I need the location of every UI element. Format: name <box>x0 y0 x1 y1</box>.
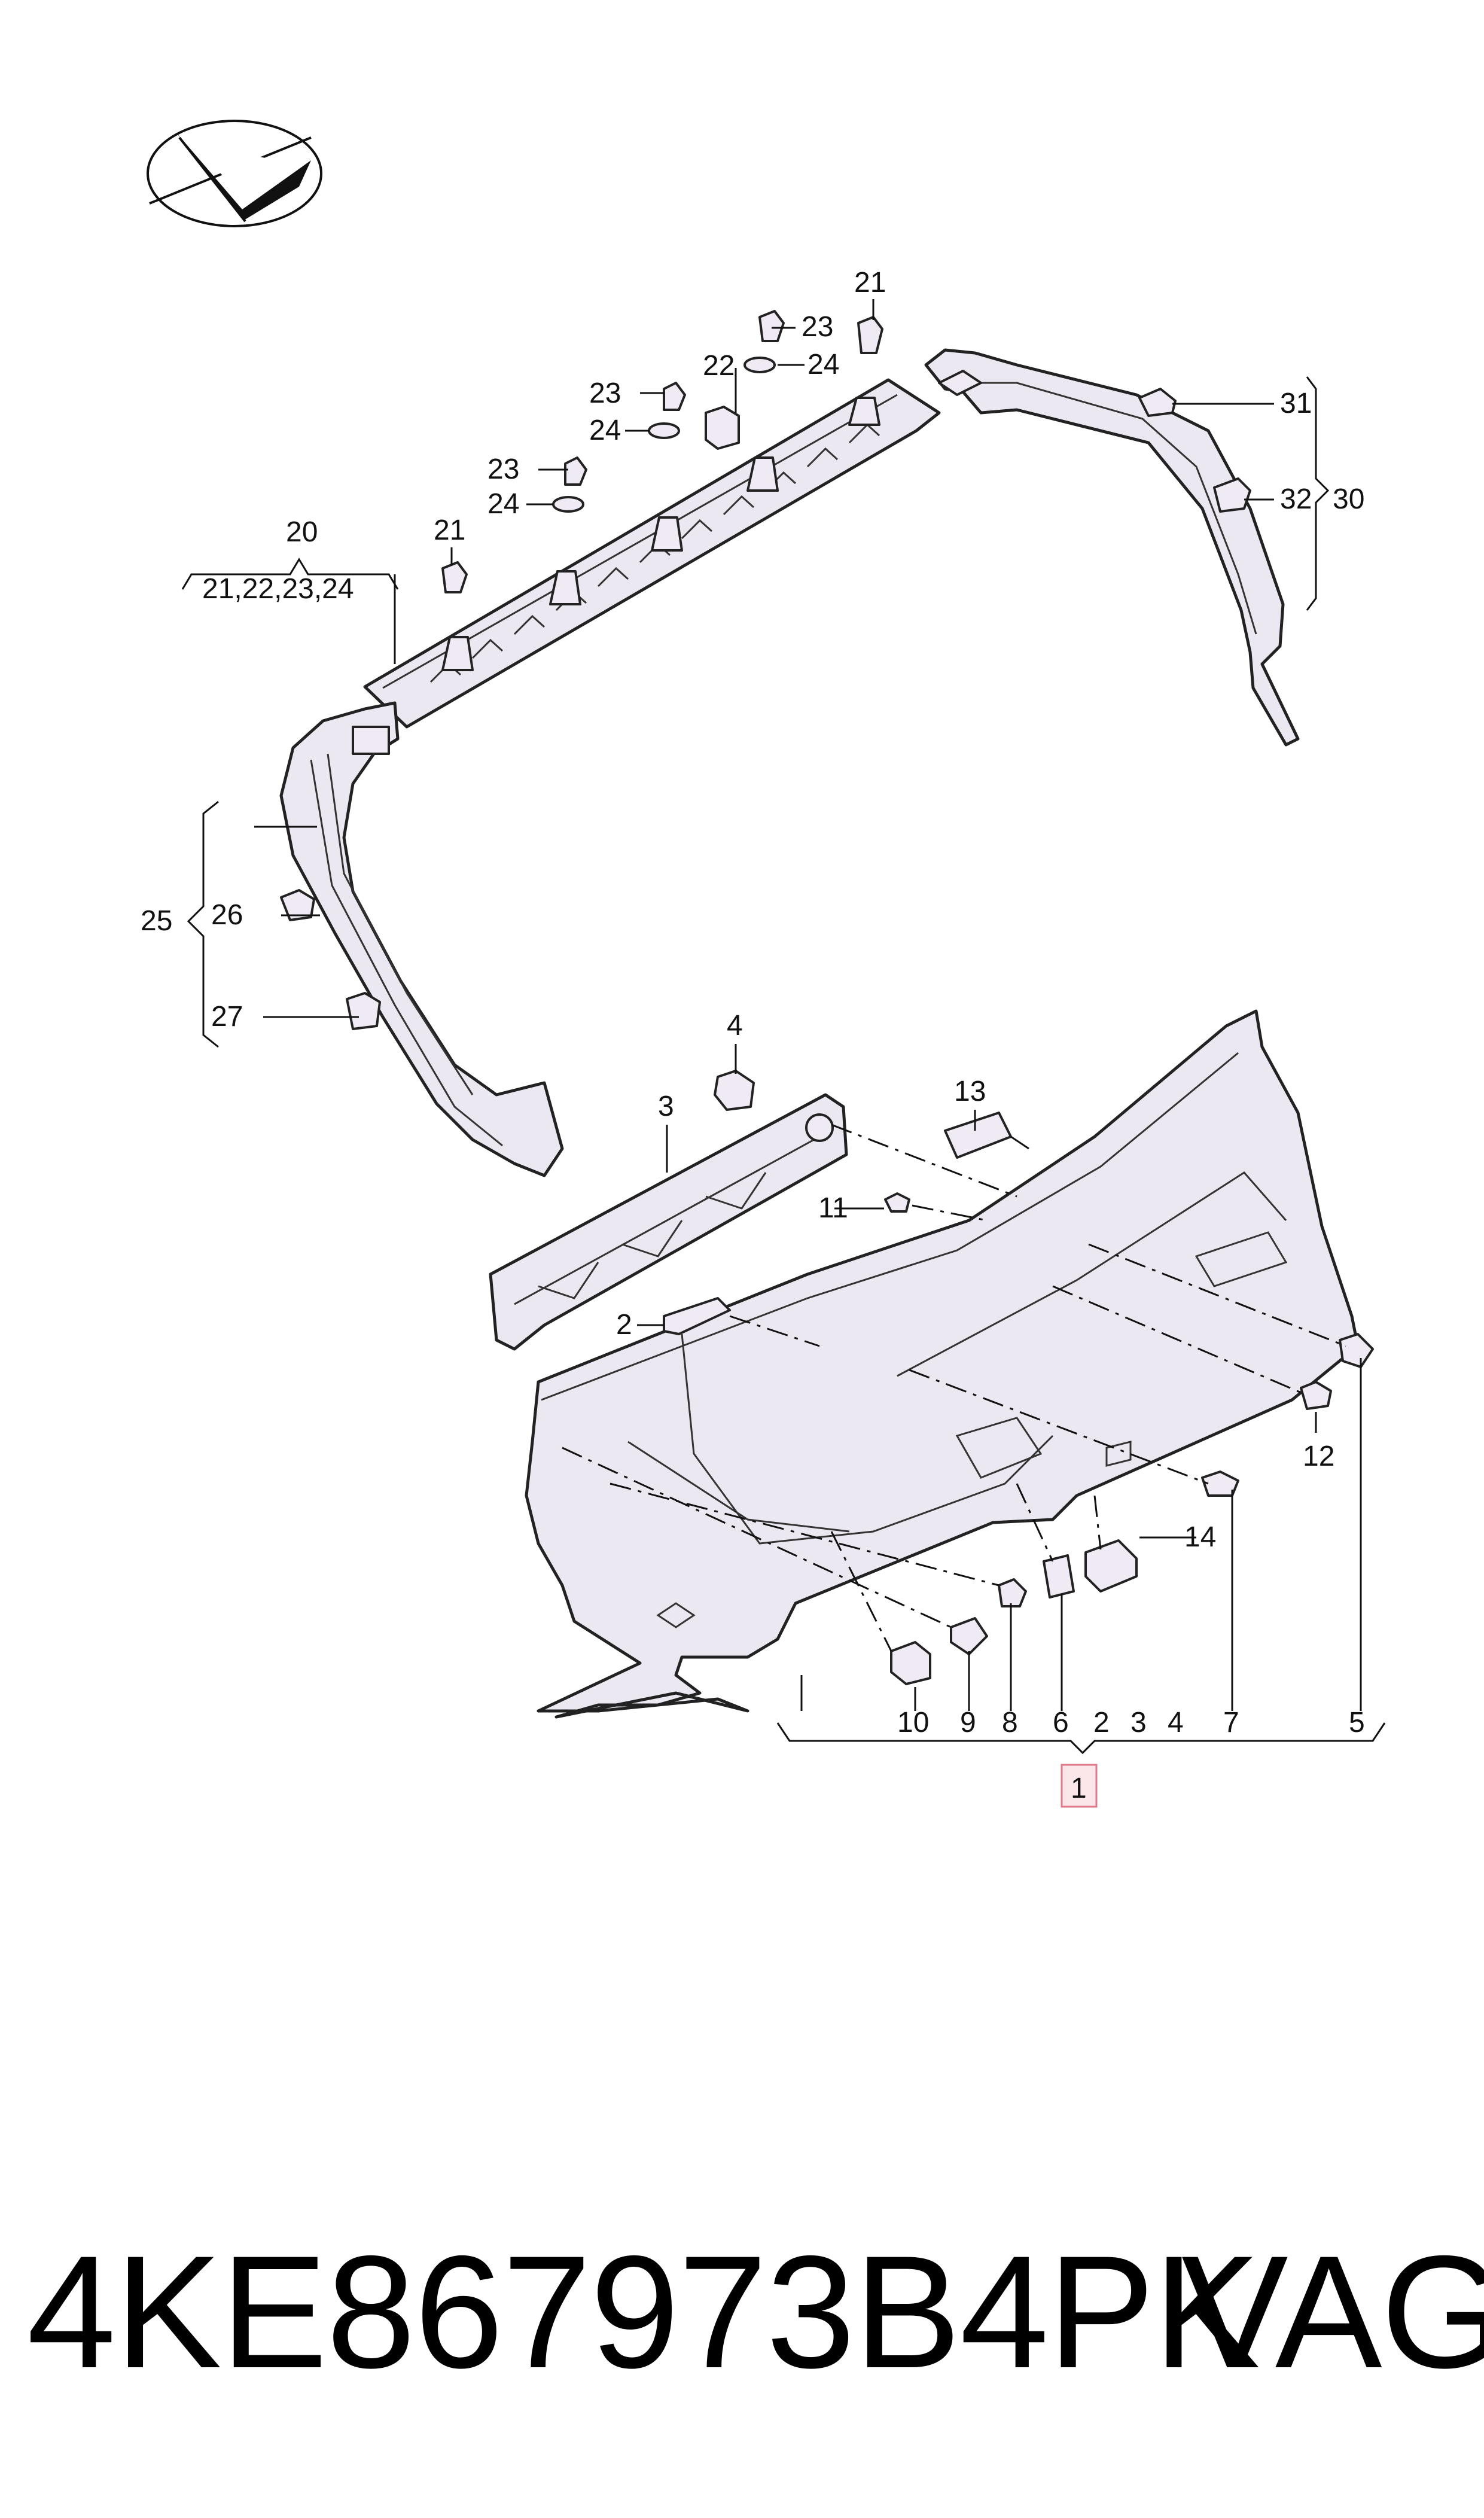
callout-20: 20 <box>286 516 318 548</box>
callout-2-left: 2 <box>616 1309 632 1341</box>
callout-24-top: 24 <box>807 349 839 380</box>
callout-labels: 21 23 22 24 23 24 23 24 20 21 21,22,23,2… <box>141 267 1365 1804</box>
callout-5: 5 <box>1349 1707 1365 1738</box>
right-side-trim <box>924 348 1300 747</box>
callout-32: 32 <box>1280 483 1312 515</box>
callout-11: 11 <box>818 1192 848 1224</box>
callout-13: 13 <box>954 1076 986 1107</box>
vag-logo-icon <box>147 120 322 227</box>
callout-3-top: 3 <box>658 1091 674 1122</box>
callout-1: 1 <box>1071 1773 1087 1804</box>
callout-3-bottom: 3 <box>1130 1707 1147 1738</box>
callout-26: 26 <box>211 899 243 931</box>
callout-22: 22 <box>703 350 735 382</box>
callout-24-mid: 24 <box>589 415 621 446</box>
selected-part-highlight <box>1061 1764 1098 1808</box>
callout-14: 14 <box>1184 1521 1216 1553</box>
callout-25: 25 <box>141 905 172 937</box>
callout-6: 6 <box>1053 1707 1069 1738</box>
callout-24-low: 24 <box>487 488 519 520</box>
callout-9: 9 <box>960 1707 976 1738</box>
callout-10: 10 <box>897 1707 929 1738</box>
callout-7: 7 <box>1223 1707 1239 1738</box>
alignment-lines <box>562 1123 1346 1652</box>
handle-bracket <box>489 1093 848 1351</box>
callout-23-top: 23 <box>802 311 833 343</box>
callout-4-bottom: 4 <box>1168 1707 1184 1738</box>
upper-trim-strip <box>363 378 941 729</box>
tailgate-lower-trim <box>525 1009 1360 1719</box>
part-number: 4KE867973B4PK <box>27 2222 1260 2401</box>
fastener-parts <box>280 310 1374 1685</box>
callout-4-top: 4 <box>727 1010 743 1042</box>
left-side-trim <box>279 701 564 1177</box>
callout-23-mid: 23 <box>589 377 621 409</box>
callout-8: 8 <box>1002 1707 1018 1738</box>
leader-lines <box>254 299 1362 1711</box>
callout-31: 31 <box>1280 388 1312 419</box>
callout-23-low: 23 <box>487 453 519 485</box>
callout-27: 27 <box>211 1001 243 1033</box>
callout-2-bottom: 2 <box>1093 1707 1110 1738</box>
callout-30: 30 <box>1333 483 1364 515</box>
callout-21-left: 21 <box>434 514 465 546</box>
group-braces <box>181 376 1386 1755</box>
callout-12: 12 <box>1303 1441 1334 1472</box>
brand-name: VAG <box>1181 2222 1484 2401</box>
callout-20-contents: 21,22,23,24 <box>202 573 354 605</box>
callout-21-top: 21 <box>854 267 886 299</box>
